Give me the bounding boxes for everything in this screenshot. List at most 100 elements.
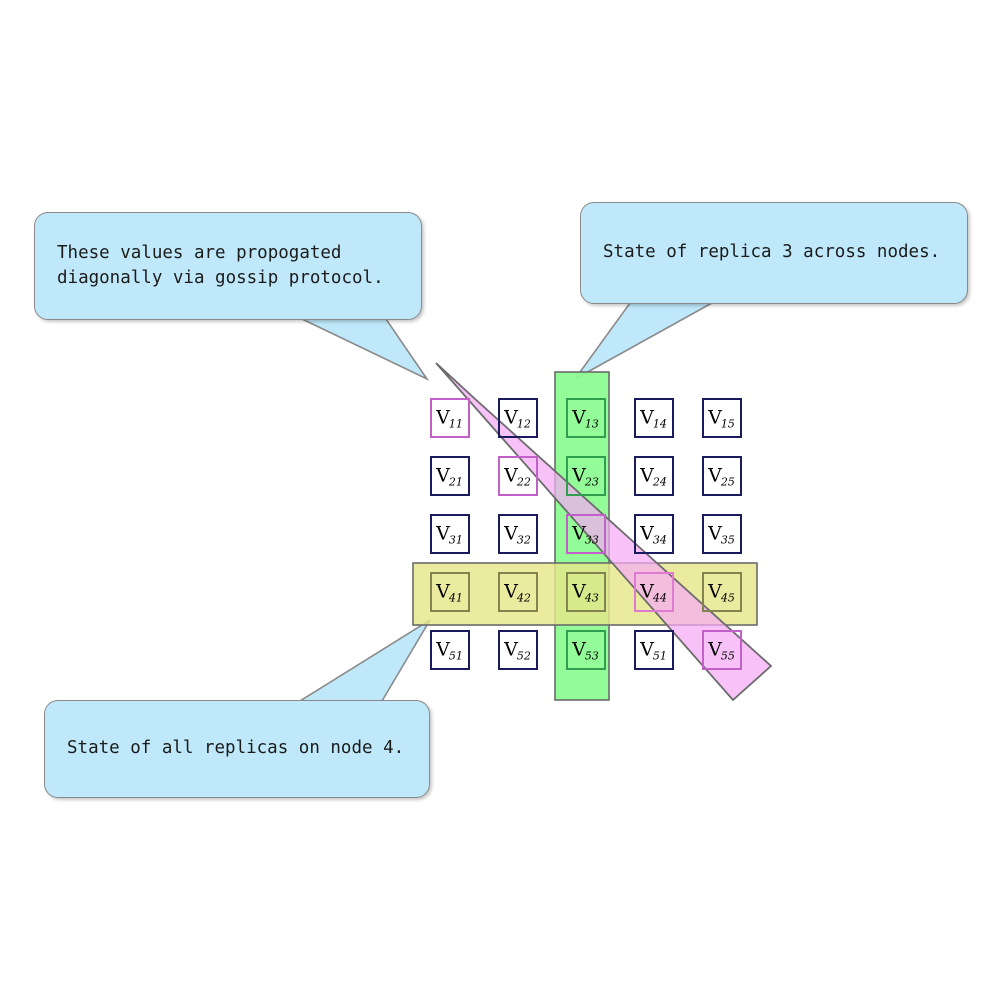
value-cell-v23[interactable]: V23 <box>566 456 606 496</box>
value-symbol: V <box>436 464 450 487</box>
value-cell-label: V35 <box>704 522 740 547</box>
value-symbol: V <box>504 464 518 487</box>
value-cell-label: V25 <box>704 466 740 489</box>
value-symbol: V <box>572 464 586 487</box>
value-subscript: 25 <box>720 475 735 489</box>
value-cell-label: V43 <box>568 580 604 605</box>
value-symbol: V <box>708 580 722 603</box>
value-cell-v34[interactable]: V34 <box>634 514 674 554</box>
value-symbol: V <box>572 522 586 545</box>
callout-node-text: State of all replicas on node 4. <box>67 738 405 759</box>
value-symbol: V <box>504 638 518 661</box>
value-cell-v53[interactable]: V53 <box>566 630 606 670</box>
value-cell-v42[interactable]: V42 <box>498 572 538 612</box>
value-cell-label: V13 <box>568 406 604 431</box>
value-cell-label: V41 <box>432 580 468 605</box>
value-cell-label: V24 <box>636 464 672 488</box>
value-cell-label: V34 <box>636 522 672 547</box>
value-cell-label: V15 <box>704 406 740 431</box>
value-subscript: 35 <box>720 533 735 547</box>
value-cell-label: V33 <box>568 522 604 546</box>
value-symbol: V <box>708 638 722 661</box>
value-cell-v55[interactable]: V55 <box>702 630 742 670</box>
value-subscript: 42 <box>516 591 531 605</box>
value-cell-v13[interactable]: V13 <box>566 398 606 438</box>
value-symbol: V <box>640 464 654 487</box>
value-symbol: V <box>708 406 722 429</box>
callout-gossip[interactable]: These values are propogated diagonally v… <box>34 212 422 320</box>
value-cell-v25[interactable]: V25 <box>702 456 742 496</box>
value-cell-v51[interactable]: V51 <box>430 630 470 670</box>
value-cell-v11[interactable]: V11 <box>430 398 470 438</box>
value-cell-label: V31 <box>432 522 468 547</box>
value-subscript: 44 <box>652 591 667 605</box>
value-cell-label: V12 <box>500 406 536 431</box>
value-symbol: V <box>640 522 654 545</box>
callout-gossip-text: These values are propogated diagonally v… <box>57 242 384 288</box>
value-cell-v22[interactable]: V22 <box>498 456 538 496</box>
value-cell-v32[interactable]: V32 <box>498 514 538 554</box>
value-cell-v14[interactable]: V14 <box>634 398 674 438</box>
value-cell-v31[interactable]: V31 <box>430 514 470 554</box>
value-subscript: 14 <box>652 417 667 431</box>
value-cell-v43[interactable]: V43 <box>566 572 606 612</box>
value-symbol: V <box>436 522 450 545</box>
value-subscript: 23 <box>584 475 599 489</box>
value-subscript: 34 <box>652 533 667 547</box>
value-cell-label: V42 <box>500 582 536 605</box>
value-cell-v45[interactable]: V45 <box>702 572 742 612</box>
value-cell-v35[interactable]: V35 <box>702 514 742 554</box>
value-symbol: V <box>640 638 654 661</box>
value-cell-label: V44 <box>636 580 672 605</box>
value-cell-v12[interactable]: V12 <box>498 398 538 438</box>
callout-replica-text: State of replica 3 across nodes. <box>603 242 941 263</box>
value-symbol: V <box>572 580 586 603</box>
value-subscript: 41 <box>448 591 463 605</box>
value-cell-v21[interactable]: V21 <box>430 456 470 496</box>
value-subscript: 55 <box>720 649 735 663</box>
value-symbol: V <box>436 406 450 429</box>
value-cell-label: V45 <box>704 580 740 604</box>
value-symbol: V <box>572 638 586 661</box>
value-subscript: 13 <box>584 417 599 431</box>
value-subscript: 21 <box>448 475 463 489</box>
value-cell-v44[interactable]: V44 <box>634 572 674 612</box>
value-subscript: 12 <box>516 417 531 431</box>
value-subscript: 31 <box>448 533 463 547</box>
value-cell-v41[interactable]: V41 <box>430 572 470 612</box>
value-cell-v15[interactable]: V15 <box>702 398 742 438</box>
value-subscript: 51 <box>448 649 463 663</box>
value-symbol: V <box>504 522 518 545</box>
value-cell-v52[interactable]: V52 <box>498 630 538 670</box>
value-cell-v51[interactable]: V51 <box>634 630 674 670</box>
callout-replica[interactable]: State of replica 3 across nodes. <box>580 202 968 304</box>
value-subscript: 43 <box>584 591 599 605</box>
value-symbol: V <box>504 406 518 429</box>
value-symbol: V <box>572 406 586 429</box>
value-cell-v33[interactable]: V33 <box>566 514 606 554</box>
value-cell-label: V22 <box>500 464 536 489</box>
value-subscript: 15 <box>720 417 735 431</box>
value-subscript: 32 <box>516 533 531 547</box>
value-symbol: V <box>640 580 654 603</box>
value-cell-label: V11 <box>432 406 468 431</box>
value-subscript: 51 <box>652 649 667 663</box>
value-cell-v24[interactable]: V24 <box>634 456 674 496</box>
callout-tail-replica <box>574 302 716 380</box>
value-cell-label: V51 <box>636 638 672 663</box>
value-subscript: 22 <box>516 475 531 489</box>
value-symbol: V <box>708 522 722 545</box>
callout-node[interactable]: State of all replicas on node 4. <box>44 700 430 798</box>
callout-tail-gossip <box>301 318 430 382</box>
value-symbol: V <box>436 580 450 603</box>
value-cell-label: V21 <box>432 464 468 489</box>
callout-tail-node <box>297 619 431 702</box>
value-cell-label: V53 <box>568 638 604 662</box>
value-subscript: 52 <box>516 649 531 663</box>
value-symbol: V <box>640 406 654 429</box>
value-cell-label: V14 <box>636 406 672 431</box>
value-subscript: 11 <box>448 417 463 431</box>
